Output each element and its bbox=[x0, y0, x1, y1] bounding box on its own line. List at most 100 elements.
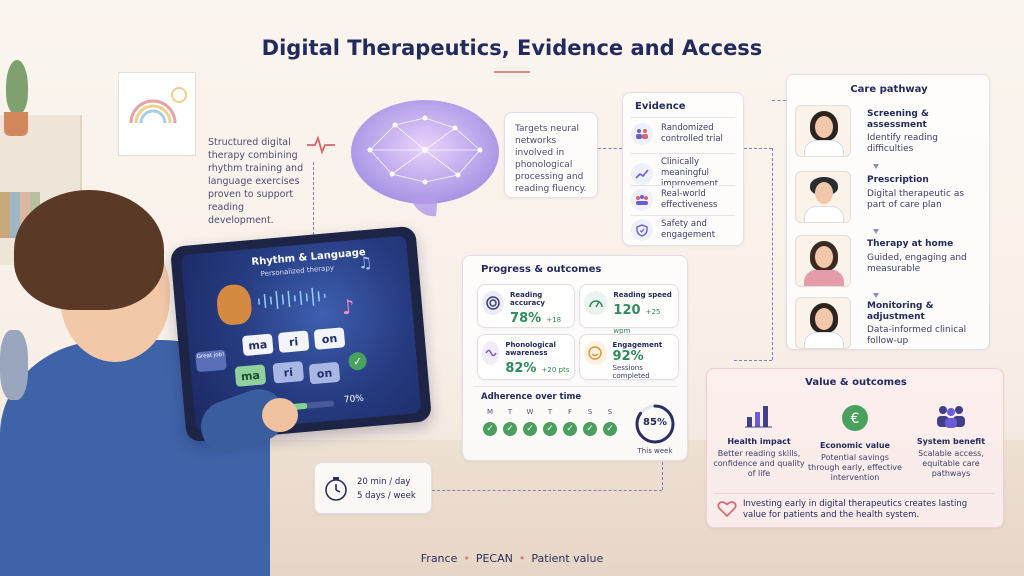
svg-text:€: € bbox=[851, 411, 860, 427]
plush-toy bbox=[0, 330, 28, 400]
clinician-avatar bbox=[795, 105, 851, 157]
value-health-impact: Health impact Better reading skills, con… bbox=[711, 403, 807, 479]
target-icon bbox=[482, 291, 505, 315]
care-step-screening: Screening & assessment Identify reading … bbox=[795, 105, 987, 161]
evidence-connector-h bbox=[744, 148, 772, 149]
speedometer-icon bbox=[584, 291, 608, 315]
value-economic: € Economic value Potential savings throu… bbox=[807, 403, 903, 483]
check-icon: ✓ bbox=[563, 422, 577, 436]
stopwatch-icon bbox=[325, 477, 347, 501]
adherence-value: 85% bbox=[643, 417, 667, 428]
intro-connector bbox=[313, 162, 314, 240]
evidence-connector-h2 bbox=[734, 360, 772, 361]
child-hair bbox=[14, 190, 164, 310]
euro-coin-icon: € bbox=[842, 405, 868, 431]
schedule-card: 20 min / day 5 days / week bbox=[314, 462, 432, 514]
bar-chart-icon bbox=[745, 406, 772, 428]
child-hand bbox=[262, 398, 298, 432]
value-callout: Investing early in digital therapeutics … bbox=[743, 499, 968, 520]
great-job-badge: Great job! bbox=[195, 349, 227, 373]
footer-item-program: PECAN bbox=[475, 552, 513, 565]
parent-avatar bbox=[795, 235, 851, 287]
evidence-item-clinical: Clinically meaningful improvement bbox=[631, 157, 741, 190]
syllable-tile[interactable]: on bbox=[308, 361, 341, 385]
arrow-down-icon bbox=[873, 229, 879, 234]
people-icon bbox=[631, 123, 653, 145]
fox-mascot bbox=[215, 283, 253, 327]
schedule-line1: 20 min / day bbox=[357, 477, 411, 487]
title-underline bbox=[494, 71, 530, 73]
page-title: Digital Therapeutics, Evidence and Acces… bbox=[261, 36, 763, 60]
evidence-heading: Evidence bbox=[635, 101, 686, 112]
adherence-day-label: S bbox=[607, 408, 613, 416]
adherence-caption: This week bbox=[637, 447, 673, 455]
plant-icon bbox=[6, 60, 28, 114]
adherence-day-label: S bbox=[587, 408, 593, 416]
brain-icon bbox=[340, 90, 510, 230]
check-icon: ✓ bbox=[583, 422, 597, 436]
check-icon: ✓ bbox=[603, 422, 617, 436]
adherence-day-label: F bbox=[567, 408, 573, 416]
evidence-item-safety: Safety and engagement bbox=[631, 219, 741, 241]
brain-evidence-connector bbox=[598, 148, 622, 149]
care-step-monitoring: Monitoring & adjustment Data-informed cl… bbox=[795, 297, 987, 353]
adherence-day-label: T bbox=[507, 408, 513, 416]
adherence-heading: Adherence over time bbox=[481, 392, 582, 402]
syllable-tile[interactable]: ri bbox=[277, 330, 310, 353]
care-pathway-heading: Care pathway bbox=[850, 84, 928, 95]
adherence-ring bbox=[635, 404, 675, 444]
evidence-item-rct: Randomized controlled trial bbox=[631, 123, 741, 145]
schedule-connector bbox=[432, 490, 662, 491]
care-step-home: Therapy at home Guided, engaging and mea… bbox=[795, 235, 987, 291]
footer-item-value: Patient value bbox=[531, 552, 604, 565]
plant-pot bbox=[4, 112, 28, 136]
check-icon: ✓ bbox=[483, 422, 497, 436]
syllable-tile[interactable]: ma bbox=[241, 333, 274, 357]
session-progress-label: 70% bbox=[343, 393, 365, 406]
check-icon: ✓ bbox=[543, 422, 557, 436]
check-icon: ✓ bbox=[347, 351, 368, 371]
heart-icon bbox=[717, 501, 737, 518]
progress-heading: Progress & outcomes bbox=[481, 264, 602, 275]
evidence-card: Evidence Randomized controlled trial Cli… bbox=[622, 92, 744, 246]
schedule-connector-v bbox=[662, 462, 663, 490]
brain-text: Targets neural networks involved in phon… bbox=[515, 124, 587, 194]
value-outcomes-card: Value & outcomes Health impact Better re… bbox=[706, 368, 1004, 528]
care-pathway-card: Care pathway Screening & assessment Iden… bbox=[786, 74, 990, 350]
sound-wave-icon bbox=[482, 341, 500, 365]
adherence-day-label: T bbox=[547, 408, 553, 416]
doctor-avatar bbox=[795, 171, 851, 223]
footer-item-country: France bbox=[420, 552, 458, 565]
evidence-item-real-world: Real-world effectiveness bbox=[631, 189, 741, 211]
schedule-line2: 5 days / week bbox=[357, 491, 416, 501]
intro-text: Structured digital therapy combining rhy… bbox=[208, 137, 304, 226]
shield-icon bbox=[631, 219, 653, 241]
tablet-screen: Rhythm & Language Personalized therapy ♫… bbox=[180, 235, 422, 433]
arrow-down-icon bbox=[873, 293, 879, 298]
care-step-prescription: Prescription Digital therapeutic as part… bbox=[795, 171, 987, 227]
syllable-tile[interactable]: ma bbox=[234, 364, 267, 387]
check-icon: ✓ bbox=[523, 422, 537, 436]
trend-chart-icon bbox=[631, 162, 653, 185]
community-icon bbox=[631, 189, 653, 211]
evidence-connector-v bbox=[772, 148, 773, 360]
music-note-icon: ♫ bbox=[357, 252, 374, 273]
adherence-day-label: M bbox=[486, 408, 494, 416]
arrow-down-icon bbox=[873, 164, 879, 169]
tablet-title: Rhythm & Language bbox=[251, 247, 367, 269]
syllable-tile[interactable]: on bbox=[313, 327, 346, 350]
therapy-tablet: Rhythm & Language Personalized therapy ♫… bbox=[169, 225, 433, 443]
rainbow-drawing bbox=[118, 72, 196, 156]
smile-icon bbox=[584, 341, 607, 365]
syllable-tile[interactable]: ri bbox=[272, 360, 305, 384]
people-group-icon bbox=[937, 406, 965, 428]
value-system: System benefit Scalable access, equitabl… bbox=[903, 403, 999, 479]
clinician-avatar bbox=[795, 297, 851, 349]
footer: France•PECAN•Patient value bbox=[420, 552, 604, 565]
pulse-icon bbox=[306, 131, 336, 159]
value-heading: Value & outcomes bbox=[805, 377, 907, 388]
